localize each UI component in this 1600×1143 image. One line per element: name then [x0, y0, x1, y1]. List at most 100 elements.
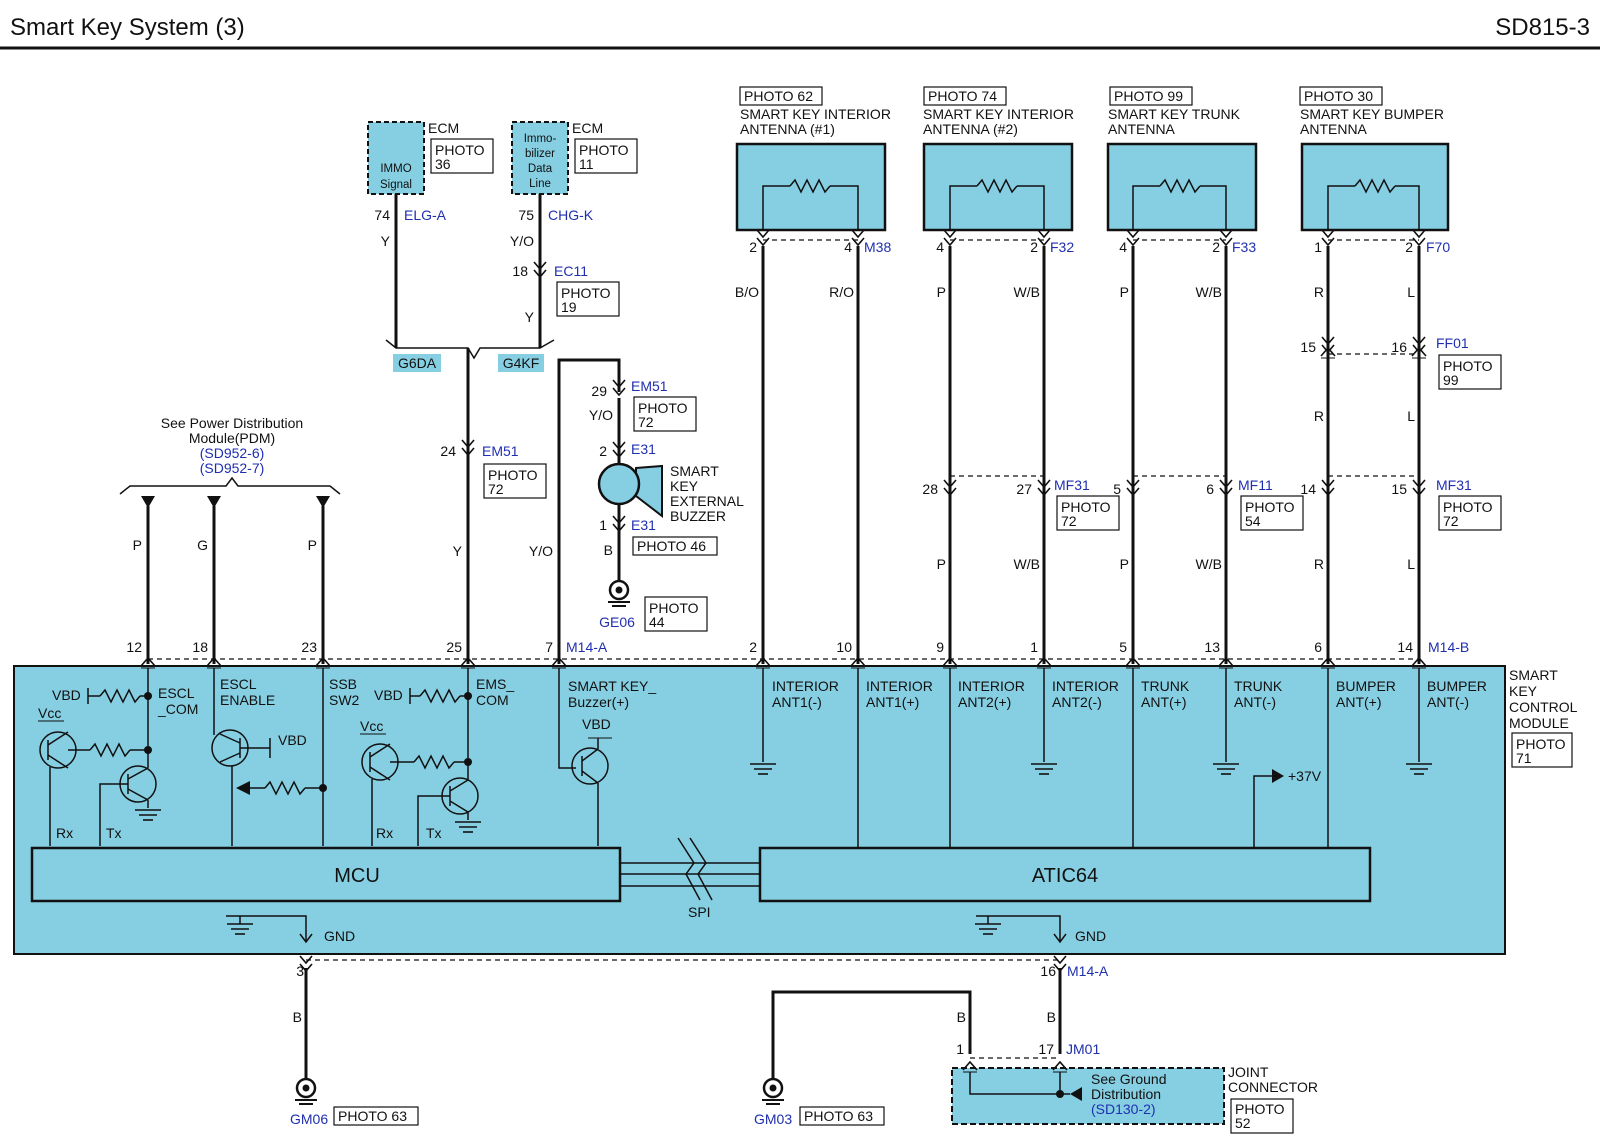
joint-label-2: CONNECTOR — [1228, 1079, 1318, 1095]
vcc-2: Vcc — [360, 718, 383, 734]
jpin-17: 17 — [1038, 1041, 1054, 1057]
ant1-photo: PHOTO 62 — [744, 88, 813, 104]
wire-b-jm01-17: B — [1047, 1009, 1056, 1025]
ant2-name-2: ANTENNA (#2) — [923, 121, 1018, 137]
mf31-photo-2: 72 — [1061, 513, 1077, 529]
conn-e31-bottom: E31 — [631, 517, 656, 533]
lbl-int-ant2n-1: INTERIOR — [1052, 678, 1119, 694]
lbl-escl-com-2: _COM — [157, 701, 198, 717]
lbl-int-ant2p-1: INTERIOR — [958, 678, 1025, 694]
wire-yo-buzzer-top: Y/O — [589, 407, 613, 423]
module-name-3: CONTROL — [1509, 699, 1578, 715]
power-distribution-ref: See Power Distribution Module(PDM) (SD95… — [119, 415, 341, 664]
ant3-wire-b2: W/B — [1196, 556, 1222, 572]
immo-data-1: Immo- — [524, 133, 557, 145]
ant3-pin-a: 4 — [1119, 239, 1127, 255]
ant2-pin-b: 2 — [1030, 239, 1038, 255]
ant1-pin-b: 4 — [844, 239, 852, 255]
conn-m14-a-bottom: M14-A — [1067, 963, 1109, 979]
pdm-link-2[interactable]: (SD952-7) — [200, 460, 265, 476]
mf11-pin-a: 5 — [1113, 481, 1121, 497]
ecm-label-2: ECM — [572, 120, 603, 136]
mpin-23: 23 — [301, 639, 317, 655]
ant3-name-1: SMART KEY TRUNK — [1108, 106, 1241, 122]
ant4-name-1: SMART KEY BUMPER — [1300, 106, 1444, 122]
joint-note-2: Distribution — [1091, 1086, 1161, 1102]
module-photo-1: PHOTO — [1516, 736, 1566, 752]
ant1-pin-a: 2 — [749, 239, 757, 255]
smart-key-external-buzzer: 29 EM51 PHOTO 72 Y/O 2 E31 SMART KEY EXT… — [529, 358, 744, 664]
spi-label: SPI — [688, 904, 711, 920]
immo-data-3: Data — [528, 163, 553, 175]
gnd-label-2: GND — [1075, 928, 1106, 944]
pin-24: 24 — [440, 443, 456, 459]
buzzer-label-3: EXTERNAL — [670, 493, 744, 509]
lbl-bumper-p-2: ANT(+) — [1336, 694, 1382, 710]
gpin-16: 16 — [1040, 963, 1056, 979]
rx-2: Rx — [376, 825, 393, 841]
lbl-int-ant2n-2: ANT2(-) — [1052, 694, 1102, 710]
ant2-photo: PHOTO 74 — [928, 88, 997, 104]
ground-gm03: GM03 — [754, 1111, 792, 1127]
lbl-escl-enable-2: ENABLE — [220, 692, 275, 708]
lbl-int-ant1n-2: ANT1(-) — [772, 694, 822, 710]
antenna-trunk: PHOTO 99 SMART KEY TRUNK ANTENNA 4 2 F33… — [1106, 86, 1304, 664]
ant2-wire-a2: P — [937, 556, 946, 572]
lbl-buzzer-1: SMART KEY_ — [568, 678, 656, 694]
header: Smart Key System (3) SD815-3 — [0, 14, 1600, 50]
ec11-photo-1: PHOTO — [561, 285, 611, 301]
ant4-pin-a: 1 — [1314, 239, 1322, 255]
ecm-immobilizer-data-line: Immo- bilizer Data Line ECM PHOTO 11 75 … — [510, 120, 638, 325]
mf31b-pin-b: 15 — [1391, 481, 1407, 497]
ant2-wire-b: W/B — [1014, 284, 1040, 300]
v37-label: +37V — [1288, 768, 1322, 784]
wire-y-ems: Y — [453, 543, 463, 559]
ecm-label: ECM — [428, 120, 459, 136]
ant3-name-2: ANTENNA — [1108, 121, 1176, 137]
wire-b-buzzer: B — [604, 542, 613, 558]
lbl-int-ant1p-2: ANT1(+) — [866, 694, 919, 710]
mpin-5: 5 — [1119, 639, 1127, 655]
buzzer-label-4: BUZZER — [670, 508, 726, 524]
immo-data-2: bilizer — [525, 148, 555, 160]
mpin-18: 18 — [192, 639, 208, 655]
buzzer-label-2: KEY — [670, 478, 699, 494]
conn-ec11: EC11 — [554, 263, 588, 279]
mf31b-photo-2: 72 — [1443, 513, 1459, 529]
vbd-2: VBD — [278, 732, 307, 748]
module-name-4: MODULE — [1509, 715, 1569, 731]
mf31b-pin-a: 14 — [1300, 481, 1316, 497]
joint-note-1: See Ground — [1091, 1071, 1167, 1087]
ground-ge06: GE06 — [599, 614, 635, 630]
ant3-wire-b: W/B — [1196, 284, 1222, 300]
wire-g-18: G — [197, 537, 208, 553]
ant4-wire-b3: L — [1407, 556, 1415, 572]
jpin-1: 1 — [956, 1041, 964, 1057]
pdm-line-2: Module(PDM) — [189, 430, 275, 446]
ground-gm06: GM06 — [290, 1111, 328, 1127]
conn-f32: F32 — [1050, 239, 1074, 255]
ant3-pin-b: 2 — [1212, 239, 1220, 255]
ant4-pin-b: 2 — [1405, 239, 1413, 255]
page-code: SD815-3 — [1495, 14, 1590, 41]
immo-data-4: Line — [529, 178, 551, 190]
ecm-wires: G6DA G4KF 24 EM51 PHOTO 72 Y — [385, 194, 555, 664]
tx-1: Tx — [106, 825, 122, 841]
module-internal-right: INTERIOR ANT1(-) INTERIOR ANT1(+) INTERI… — [749, 668, 1487, 848]
pdm-link-1[interactable]: (SD952-6) — [200, 445, 265, 461]
conn-mf11: MF11 — [1238, 477, 1273, 493]
lbl-bumper-p-1: BUMPER — [1336, 678, 1396, 694]
joint-link[interactable]: (SD130-2) — [1091, 1101, 1156, 1117]
rx-1: Rx — [56, 825, 73, 841]
ff01-pin-a: 15 — [1300, 339, 1316, 355]
vcc-1: Vcc — [38, 705, 61, 721]
module-name-2: KEY — [1509, 683, 1538, 699]
ant1-name-1: SMART KEY INTERIOR — [740, 106, 891, 122]
mpin-10: 10 — [836, 639, 852, 655]
em51-photo-2: 72 — [488, 481, 504, 497]
lbl-ssb-1: SSB — [329, 676, 357, 692]
lbl-int-ant1p-1: INTERIOR — [866, 678, 933, 694]
lbl-ems-1: EMS_ — [476, 676, 514, 692]
buzzer-em51-photo-1: PHOTO — [638, 400, 688, 416]
ant4-wire-b: L — [1407, 284, 1415, 300]
